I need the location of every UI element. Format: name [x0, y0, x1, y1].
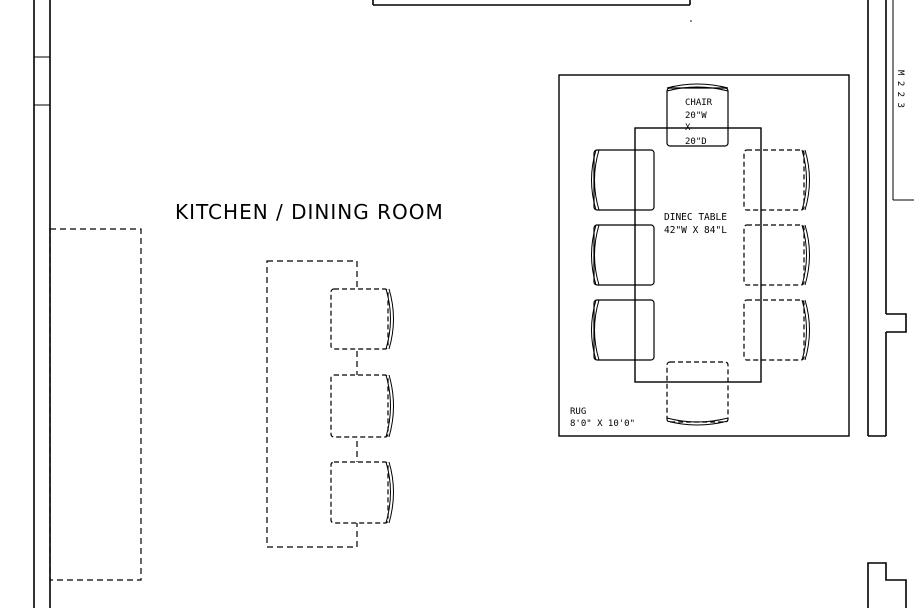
- rug-label-line2: 8'0" X 10'0": [570, 419, 635, 429]
- dining-chair-left: [591, 224, 655, 286]
- dining-table: [634, 127, 762, 383]
- island-stool: [330, 288, 394, 350]
- dining-chair-left: [591, 149, 655, 211]
- chair-label-line1: CHAIR: [685, 98, 713, 108]
- kitchen-counter: [49, 228, 142, 581]
- dining-chair-right: [743, 224, 810, 286]
- table-label-line1: DINEC TABLE: [664, 212, 727, 223]
- table-label-line2: 42"W X 84"L: [664, 225, 727, 236]
- island-stool: [330, 461, 394, 524]
- chair-label-line2: 20"W: [685, 111, 707, 121]
- reference-dot: [690, 20, 692, 22]
- side-text: M 2 2 3: [895, 70, 905, 108]
- dining-chair-bottom: [666, 361, 729, 426]
- dining-chair-left: [591, 299, 655, 361]
- room-label: KITCHEN / DINING ROOM: [175, 200, 444, 224]
- right-wall: [867, 0, 914, 608]
- left-wall: [33, 0, 51, 608]
- top-counter: [372, 0, 691, 6]
- dining-chair-top: [666, 83, 729, 147]
- rug-label-line1: RUG: [570, 407, 586, 417]
- chair-label-line3: X: [685, 123, 691, 133]
- rug: [558, 74, 850, 437]
- dining-chair-right: [743, 149, 810, 211]
- chair-label-line4: 20"D: [685, 137, 707, 147]
- dining-chair-right: [743, 299, 810, 361]
- island-stool: [330, 374, 394, 438]
